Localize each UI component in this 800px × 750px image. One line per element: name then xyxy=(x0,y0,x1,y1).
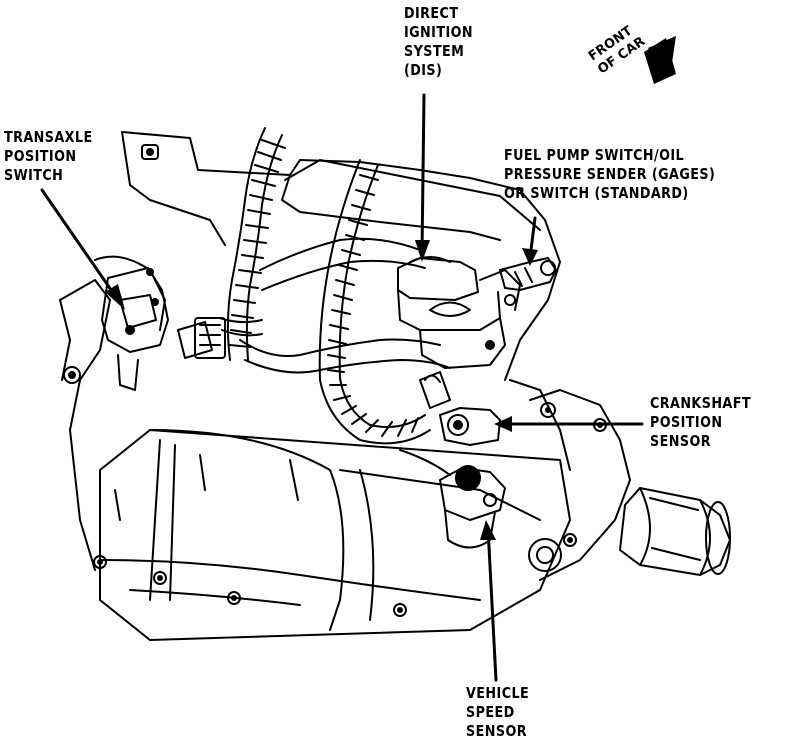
vss-shape xyxy=(399,449,506,549)
leader-arrows xyxy=(40,93,644,682)
vehicle-speed-sensor-label: VEHICLE SPEED SENSOR xyxy=(466,684,529,741)
wiring-harness xyxy=(194,127,451,445)
crankshaft-label-line: POSITION xyxy=(650,413,723,431)
crankshaft-label-line: CRANKSHAFT xyxy=(650,394,751,412)
dis-label-line: SYSTEM xyxy=(404,42,465,60)
vss-label-line: SPEED xyxy=(466,703,515,721)
fuel-pump-label: FUEL PUMP SWITCH/OIL PRESSURE SENDER (GA… xyxy=(504,146,715,203)
transaxle-label-line: POSITION xyxy=(4,147,77,165)
fuel-pump-sender-shape xyxy=(499,257,557,291)
transaxle-switch-label: TRANSAXLE POSITION SWITCH xyxy=(4,128,93,185)
dis-module-shape xyxy=(397,256,521,369)
fuel-pump-label-line: PRESSURE SENDER (GAGES) xyxy=(504,165,716,183)
transaxle-switch-shape xyxy=(63,267,213,391)
vss-label-line: VEHICLE xyxy=(466,684,530,702)
crankshaft-label-line: SENSOR xyxy=(650,432,711,450)
dis-label-line: IGNITION xyxy=(404,23,473,41)
crankshaft-sensor-shape xyxy=(419,371,501,446)
crankshaft-sensor-label: CRANKSHAFT POSITION SENSOR xyxy=(650,394,751,451)
transaxle-label-line: SWITCH xyxy=(4,166,64,184)
transaxle-label-line: TRANSAXLE xyxy=(4,128,93,146)
dis-label-line: DIRECT xyxy=(404,4,459,22)
dis-label-line: (DIS) xyxy=(404,61,443,79)
dis-label: DIRECT IGNITION SYSTEM (DIS) xyxy=(404,4,473,80)
fuel-pump-label-line: OR SWITCH (STANDARD) xyxy=(504,184,689,202)
output-shaft xyxy=(528,487,731,576)
vss-label-line: SENSOR xyxy=(466,722,527,740)
transaxle-housing xyxy=(93,379,631,641)
front-arrow-icon xyxy=(644,36,676,84)
fuel-pump-label-line: FUEL PUMP SWITCH/OIL xyxy=(504,146,685,164)
